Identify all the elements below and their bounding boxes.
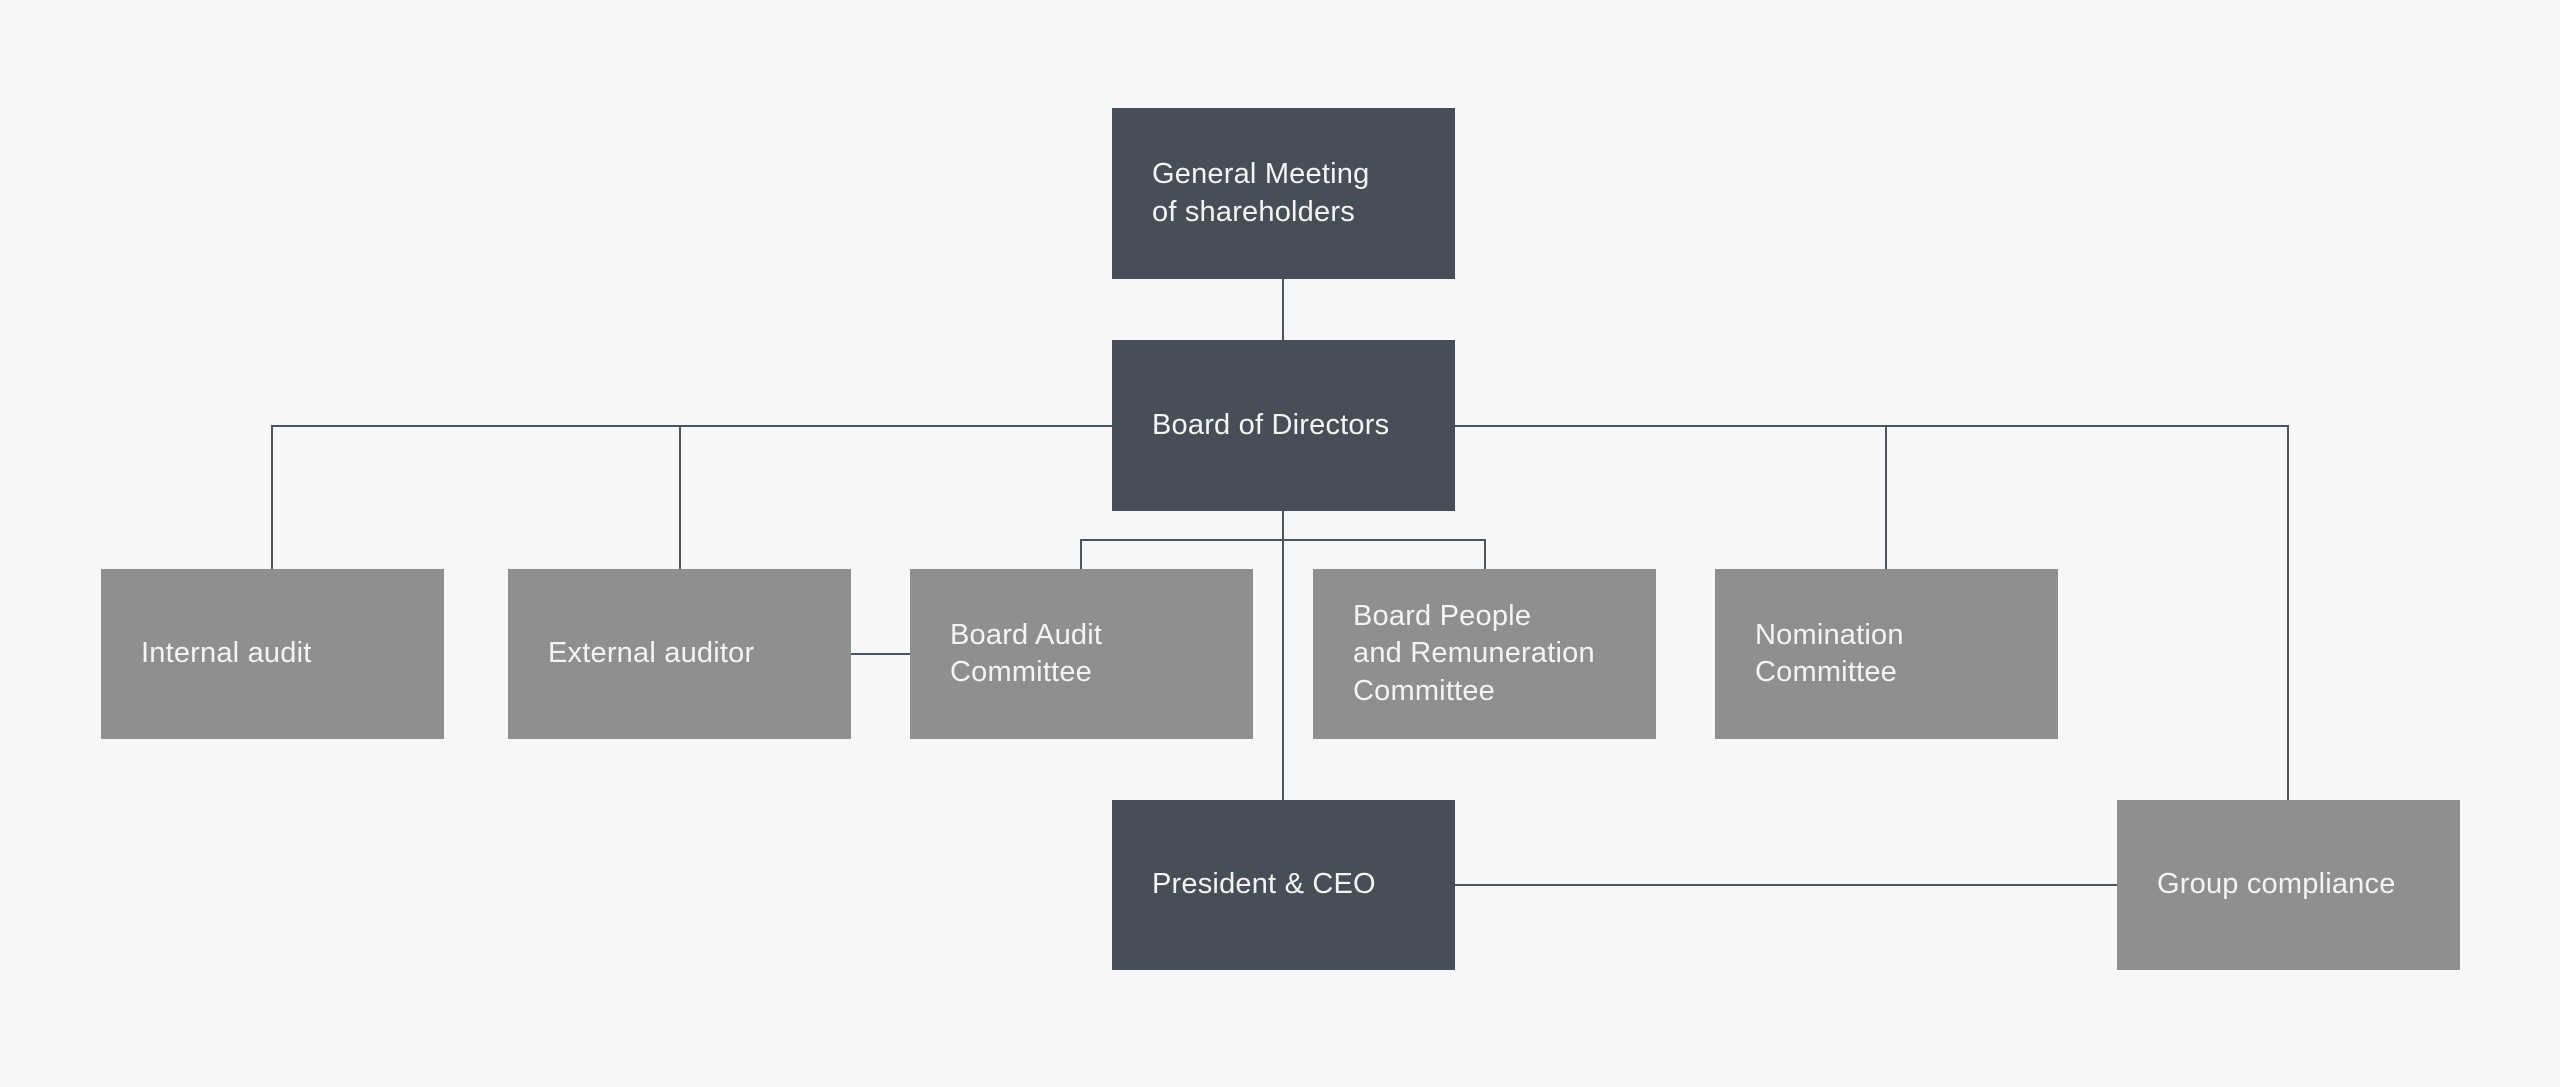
connector-committee-bracket xyxy=(1080,539,1486,541)
org-node-board-of-directors: Board of Directors xyxy=(1112,340,1455,511)
connector-general-meeting-to-board xyxy=(1282,279,1284,340)
connector-president-ceo-group-compliance xyxy=(1455,884,2117,886)
org-node-general-meeting: General Meeting of shareholders xyxy=(1112,108,1455,279)
org-node-board-audit-committee: Board Audit Committee xyxy=(910,569,1253,739)
org-node-board-people-remuneration: Board People and Remuneration Committee xyxy=(1313,569,1656,739)
connector-board-to-president-ceo xyxy=(1282,511,1284,800)
connector-drop-nomination-committee xyxy=(1885,425,1887,569)
org-node-nomination-committee: Nomination Committee xyxy=(1715,569,2058,739)
connector-drop-board-people-committee xyxy=(1484,539,1486,570)
org-node-group-compliance: Group compliance xyxy=(2117,800,2460,970)
connector-drop-group-compliance xyxy=(2287,425,2289,800)
connector-external-auditor-audit-committee xyxy=(851,653,910,655)
connector-drop-external-auditor xyxy=(679,425,681,569)
org-node-president-ceo: President & CEO xyxy=(1112,800,1455,970)
org-node-internal-audit: Internal audit xyxy=(101,569,444,739)
org-node-external-auditor: External auditor xyxy=(508,569,851,739)
connector-drop-board-audit-committee xyxy=(1080,539,1082,570)
connector-drop-internal-audit xyxy=(271,425,273,569)
